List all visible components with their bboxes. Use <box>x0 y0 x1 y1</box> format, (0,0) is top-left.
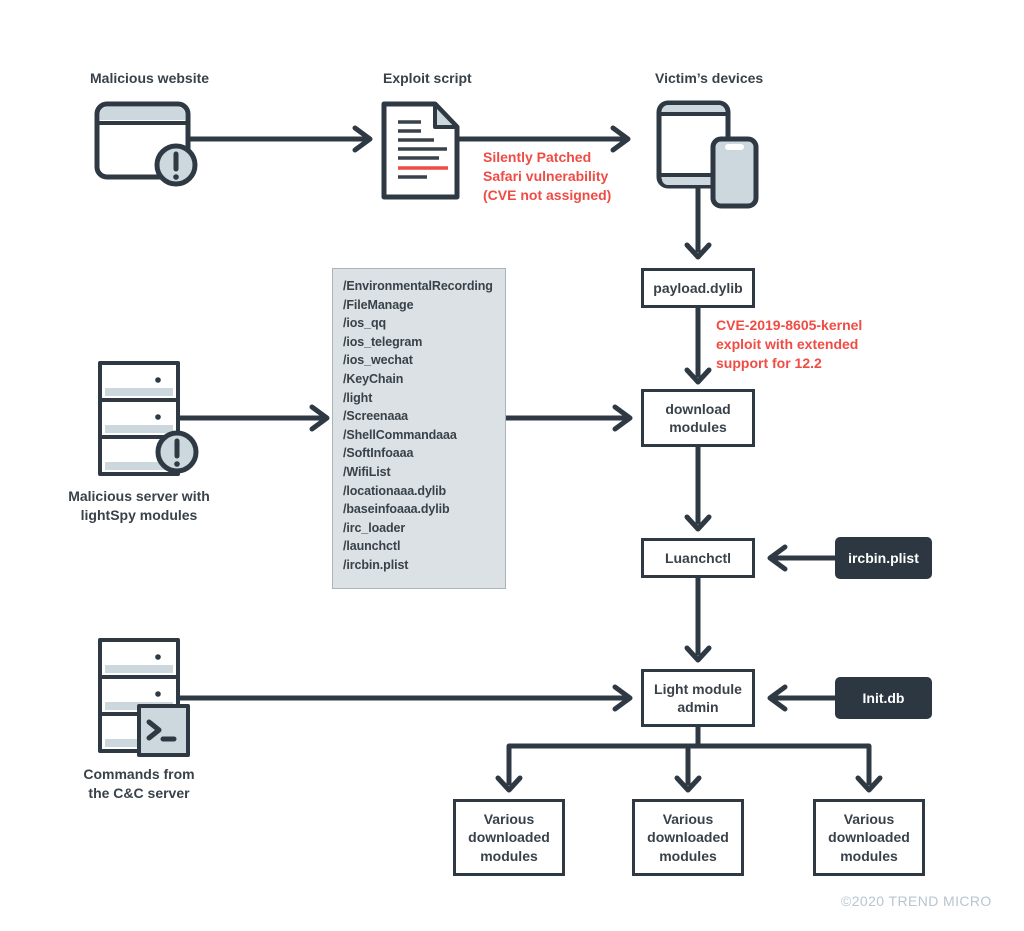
victims-devices-label: Victim’s devices <box>655 70 764 86</box>
module-list-item: /baseinfoaaa.dylib <box>343 502 450 517</box>
module-list-item: /irc_loader <box>343 520 406 535</box>
document-icon <box>381 101 460 200</box>
module-list-item: /locationaaa.dylib <box>343 483 447 498</box>
module-list-item: /ios_qq <box>343 316 387 331</box>
safari-vulnerability-note: Silently Patched Safari vulnerability (C… <box>483 149 612 204</box>
luanchctl-node: Luanchctl <box>641 538 755 578</box>
module-list-item: /launchctl <box>343 539 401 554</box>
arrow-script-to-devices <box>456 125 631 153</box>
init-db-node: Init.db <box>835 677 932 719</box>
various-modules-node-1: Various downloaded modules <box>453 799 565 876</box>
module-list-item: /ios_wechat <box>343 353 413 368</box>
arrow-cnc-to-admin <box>178 684 633 712</box>
various-modules-node-2: Various downloaded modules <box>632 799 744 876</box>
arrow-website-to-script <box>188 125 373 153</box>
module-list-item: /KeyChain <box>343 371 404 386</box>
arrow-devices-to-payload <box>684 185 712 260</box>
arrow-initdb-to-admin <box>767 684 836 712</box>
copyright-text: ©2020 TREND MICRO <box>841 893 992 909</box>
browser-icon <box>94 101 191 180</box>
arrow-download-to-luanchctl <box>684 446 712 532</box>
module-list-item: /ios_telegram <box>343 334 423 349</box>
module-list-item: /light <box>343 390 373 405</box>
arrow-ircbin-to-luanchctl <box>767 544 836 572</box>
arrow-server-to-modulelist <box>178 404 330 432</box>
kernel-exploit-note: CVE-2019-8605-kernel exploit with extend… <box>716 317 863 372</box>
module-list-item: /SoftInfoaaa <box>343 446 414 461</box>
malicious-website-label: Malicious website <box>90 70 210 86</box>
lightspy-module-list: /EnvironmentalRecording/FileManage/ios_q… <box>332 268 506 589</box>
exploit-script-label: Exploit script <box>383 70 472 86</box>
various-modules-node-3: Various downloaded modules <box>813 799 925 876</box>
module-list-item: /WifiList <box>343 464 391 479</box>
module-list-item: /Screenaaa <box>343 409 409 424</box>
terminal-icon <box>137 704 190 757</box>
download-modules-node: download modules <box>641 389 755 447</box>
tablet-phone-icon <box>656 100 759 209</box>
ircbin-plist-node: ircbin.plist <box>835 537 932 579</box>
malicious-server-label: Malicious server with lightSpy modules <box>68 488 210 523</box>
module-list-item: /FileManage <box>343 297 414 312</box>
module-list-item: /ShellCommandaaa <box>343 427 457 442</box>
arrow-modulelist-to-download <box>505 404 633 432</box>
warning-icon <box>154 143 198 187</box>
cnc-server-label: Commands from the C&C server <box>83 766 195 801</box>
arrow-payload-to-download <box>684 307 712 385</box>
light-module-admin-node: Light module admin <box>641 669 755 727</box>
warning-icon <box>155 430 199 474</box>
arrow-admin-to-various-modules <box>495 726 883 793</box>
arrow-luanchctl-to-admin <box>684 576 712 663</box>
payload-dylib-node: payload.dylib <box>641 268 755 308</box>
module-list-item: /ircbin.plist <box>343 557 409 572</box>
module-list-item: /EnvironmentalRecording <box>343 279 493 293</box>
